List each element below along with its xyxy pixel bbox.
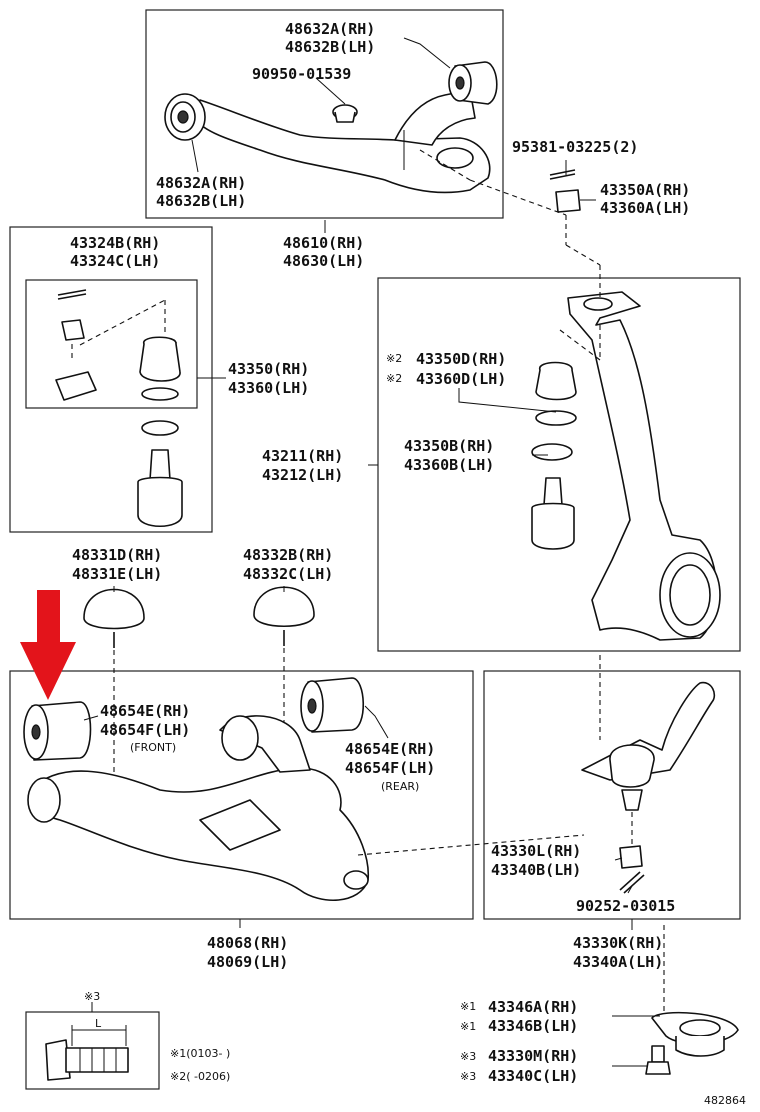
svg-text:43350B(RH): 43350B(RH) — [404, 437, 494, 455]
ball-joint-inner-frame — [25, 279, 198, 409]
bolt-inset — [45, 1025, 129, 1081]
label-upper-bj-assy: 43350(RH) 43360(LH) — [228, 360, 309, 397]
label-bj-boot: ※2 43350D(RH) ※2 43360D(LH) — [386, 350, 506, 388]
svg-text:48069(LH): 48069(LH) — [207, 953, 288, 971]
knuckle-ball-joint — [531, 361, 577, 550]
svg-text:43346A(RH): 43346A(RH) — [488, 998, 578, 1016]
svg-text:43324B(RH): 43324B(RH) — [70, 234, 160, 252]
label-snap-ring: 43350B(RH) 43360B(LH) — [404, 437, 494, 474]
svg-text:※3: ※3 — [460, 1070, 476, 1083]
label-bump-stop-front: 48331D(RH) 48331E(LH) — [72, 546, 162, 583]
label-la-bush-front: 48654E(RH) 48654F(LH) (FRONT) — [100, 702, 190, 754]
label-lower-bj: 43330K(RH) 43340A(LH) — [573, 934, 663, 971]
dust-cover — [651, 1011, 739, 1057]
label-knuckle: 43211(RH) 43212(LH) — [262, 447, 343, 484]
upper-nut-icon — [555, 189, 581, 213]
svg-text:43212(LH): 43212(LH) — [262, 466, 343, 484]
svg-text:(REAR): (REAR) — [381, 780, 419, 793]
svg-text:43360(LH): 43360(LH) — [228, 379, 309, 397]
label-note1: ※1(0103- ) — [170, 1047, 230, 1060]
upper-arm-frame — [145, 9, 504, 219]
lower-arm — [27, 715, 370, 901]
label-note2: ※2( -0206) — [170, 1070, 230, 1083]
lower-ball-joint — [581, 681, 716, 894]
label-cotter-pin-bottom: 90252-03015 — [576, 897, 675, 915]
svg-text:43360D(LH): 43360D(LH) — [416, 370, 506, 388]
svg-text:※3: ※3 — [460, 1050, 476, 1063]
svg-text:48610(RH): 48610(RH) — [283, 234, 364, 252]
svg-text:48331E(LH): 48331E(LH) — [72, 565, 162, 583]
svg-text:43350(RH): 43350(RH) — [228, 360, 309, 378]
label-lower-arm: 48068(RH) 48069(LH) — [207, 934, 288, 971]
lower-arm-bushing-rear — [300, 677, 364, 733]
bump-stop-front — [83, 588, 145, 648]
lower-arm-frame — [9, 670, 474, 920]
upper-arm-plug — [332, 104, 358, 123]
svg-text:43360A(LH): 43360A(LH) — [600, 199, 690, 217]
label-inset-dim: L — [95, 1017, 102, 1030]
svg-text:48654E(RH): 48654E(RH) — [100, 702, 190, 720]
svg-text:43340B(LH): 43340B(LH) — [491, 861, 581, 879]
svg-text:43360B(LH): 43360B(LH) — [404, 456, 494, 474]
svg-text:48630(LH): 48630(LH) — [283, 252, 364, 270]
label-ua-plug: 90950-01539 — [252, 65, 351, 83]
svg-text:43346B(LH): 43346B(LH) — [488, 1017, 578, 1035]
ball-joint-kit — [55, 289, 183, 527]
figure-number: 482864 — [704, 1094, 746, 1107]
svg-text:48068(RH): 48068(RH) — [207, 934, 288, 952]
svg-text:43340A(LH): 43340A(LH) — [573, 953, 663, 971]
steering-knuckle — [567, 291, 721, 641]
label-bj-kit-set: 43324B(RH) 43324C(LH) — [70, 234, 160, 270]
svg-text:48632A(RH): 48632A(RH) — [156, 174, 246, 192]
label-la-bush-rear: 48654E(RH) 48654F(LH) (REAR) — [345, 740, 435, 793]
label-ua-nut: 43350A(RH) 43360A(LH) — [600, 181, 690, 217]
svg-text:48331D(RH): 48331D(RH) — [72, 546, 162, 564]
label-cotter-pin-top: 95381-03225(2) — [512, 138, 638, 156]
label-lower-bj-bolt: ※3 43330M(RH) ※3 43340C(LH) — [460, 1047, 578, 1085]
lower-ball-joint-frame — [483, 670, 741, 920]
label-ua-bush: 48632A(RH) 48632B(LH) — [285, 20, 375, 56]
svg-text:48654F(LH): 48654F(LH) — [345, 759, 435, 777]
svg-text:43324C(LH): 43324C(LH) — [70, 252, 160, 270]
svg-text:(FRONT): (FRONT) — [130, 741, 176, 754]
svg-text:※2: ※2 — [386, 352, 402, 365]
red-down-arrow-icon — [20, 590, 76, 700]
svg-text:43330M(RH): 43330M(RH) — [488, 1047, 578, 1065]
label-upper-arm: 48610(RH) 48630(LH) — [283, 234, 364, 270]
svg-text:48654F(LH): 48654F(LH) — [100, 721, 190, 739]
svg-text:※1: ※1 — [460, 1020, 476, 1033]
label-ua-bush-left: 48632A(RH) 48632B(LH) — [156, 174, 246, 210]
svg-text:43330L(RH): 43330L(RH) — [491, 842, 581, 860]
svg-text:48332B(RH): 48332B(RH) — [243, 546, 333, 564]
svg-text:※1: ※1 — [460, 1000, 476, 1013]
label-bump-stop-rear: 48332B(RH) 48332C(LH) — [243, 546, 333, 583]
upper-arm-bushing-right — [448, 61, 498, 105]
svg-text:43330K(RH): 43330K(RH) — [573, 934, 663, 952]
label-dust-cover: ※1 43346A(RH) ※1 43346B(LH) — [460, 998, 578, 1035]
svg-text:43211(RH): 43211(RH) — [262, 447, 343, 465]
svg-text:43350D(RH): 43350D(RH) — [416, 350, 506, 368]
lower-bolt — [645, 1045, 671, 1075]
label-lower-bj-nut: 43330L(RH) 43340B(LH) — [491, 842, 581, 879]
svg-text:48332C(LH): 48332C(LH) — [243, 565, 333, 583]
bump-stop-rear — [253, 586, 315, 646]
label-inset-mark: ※3 — [84, 990, 100, 1003]
svg-text:43350A(RH): 43350A(RH) — [600, 181, 690, 199]
svg-text:※2: ※2 — [386, 372, 402, 385]
svg-text:48632A(RH): 48632A(RH) — [285, 20, 375, 38]
svg-text:43340C(LH): 43340C(LH) — [488, 1067, 578, 1085]
svg-text:48632B(LH): 48632B(LH) — [156, 192, 246, 210]
svg-text:48632B(LH): 48632B(LH) — [285, 38, 375, 56]
upper-arm-bushing-left — [164, 93, 206, 141]
lower-arm-bushing-front — [23, 701, 92, 761]
ball-joint-kit-frame — [9, 226, 213, 533]
svg-text:48654E(RH): 48654E(RH) — [345, 740, 435, 758]
cotter-pin-top-icon — [549, 169, 576, 176]
